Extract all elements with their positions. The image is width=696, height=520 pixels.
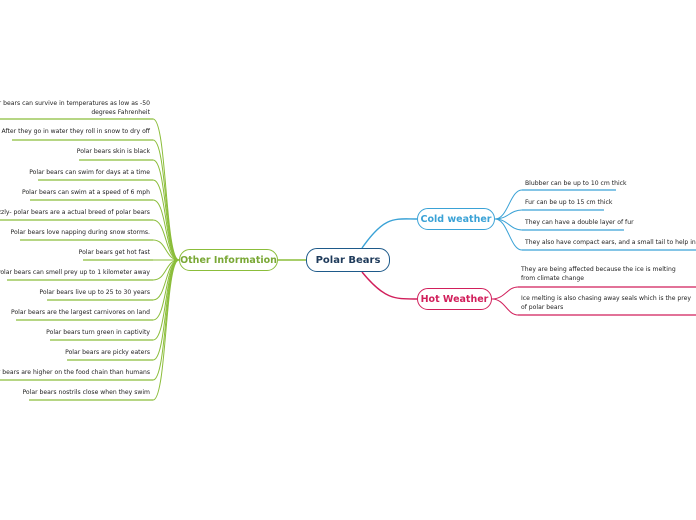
other-item-5: Polar bears can swim at a speed of 6 mph: [21, 189, 150, 196]
connector-cold-item-1: [494, 189, 523, 220]
connector-other-item-3: [152, 159, 180, 261]
cold-item-1: Blubber can be up to 10 cm thick: [525, 180, 627, 187]
cold-item-4: They also have compact ears, and a small…: [525, 239, 696, 246]
other-item-10: Polar bears live up to 25 to 30 years: [39, 289, 150, 296]
branch-other-information-label: Other Information: [180, 254, 277, 266]
connector-other-item-15: [152, 259, 180, 401]
connector-other-item-13: [152, 259, 180, 361]
hot-item-2: Ice melting is also chasing away seals w…: [521, 295, 692, 311]
connector-hot-item-2: [491, 298, 519, 316]
connector-other-item-14: [152, 259, 180, 381]
other-item-11: Polar bears are the largest carnivores o…: [11, 309, 150, 316]
connector-other-item-4: [152, 179, 180, 261]
other-item-2: After they go in water they roll in snow…: [1, 128, 150, 135]
connector-other-item-10: [152, 259, 180, 301]
cold-item-2: Fur can be up to 15 cm thick: [525, 199, 613, 206]
other-item-3: Polar bears skin is black: [76, 148, 150, 155]
connector-other-item-7: [152, 239, 180, 261]
other-item-14: Polar bears are higher on the food chain…: [0, 369, 150, 376]
connector-cold-item-4: [494, 218, 523, 251]
connector-central-hot: [361, 271, 418, 300]
other-item-12: Polar bears turn green in captivity: [46, 329, 150, 336]
other-item-7: Polar bears love napping during snow sto…: [10, 229, 150, 236]
other-item-9: Polar bears can smell prey up to 1 kilom…: [0, 269, 150, 276]
branch-hot-weather[interactable]: Hot Weather: [417, 288, 492, 310]
branch-other-information[interactable]: Other Information: [179, 249, 278, 271]
central-topic-label: Polar Bears: [315, 254, 381, 266]
other-item-15: Polar bears nostrils close when they swi…: [22, 389, 150, 396]
other-item-1: Polar bears can survive in temperatures …: [0, 100, 150, 116]
connector-other-item-6: [152, 219, 180, 261]
connector-cold-item-2: [494, 209, 523, 220]
branch-cold-weather[interactable]: Cold weather: [417, 208, 495, 230]
connector-central-cold: [361, 218, 418, 249]
central-topic-polar-bears[interactable]: Polar Bears: [306, 248, 390, 272]
connector-hot-item-1: [491, 286, 519, 300]
other-item-13: Polar bears are picky eaters: [65, 349, 150, 356]
other-item-4: Polar bears can swim for days at a time: [29, 169, 150, 176]
other-item-8: Polar bears get hot fast: [78, 249, 150, 256]
hot-item-1: They are being affected because the ice …: [521, 266, 676, 282]
connector-other-item-2: [152, 139, 180, 261]
cold-item-3: They can have a double layer of fur: [525, 219, 634, 226]
branch-hot-weather-label: Hot Weather: [420, 293, 489, 305]
branch-cold-weather-label: Cold weather: [420, 213, 492, 225]
other-item-6: Grizzly- polar bears are a actual breed …: [0, 209, 150, 216]
